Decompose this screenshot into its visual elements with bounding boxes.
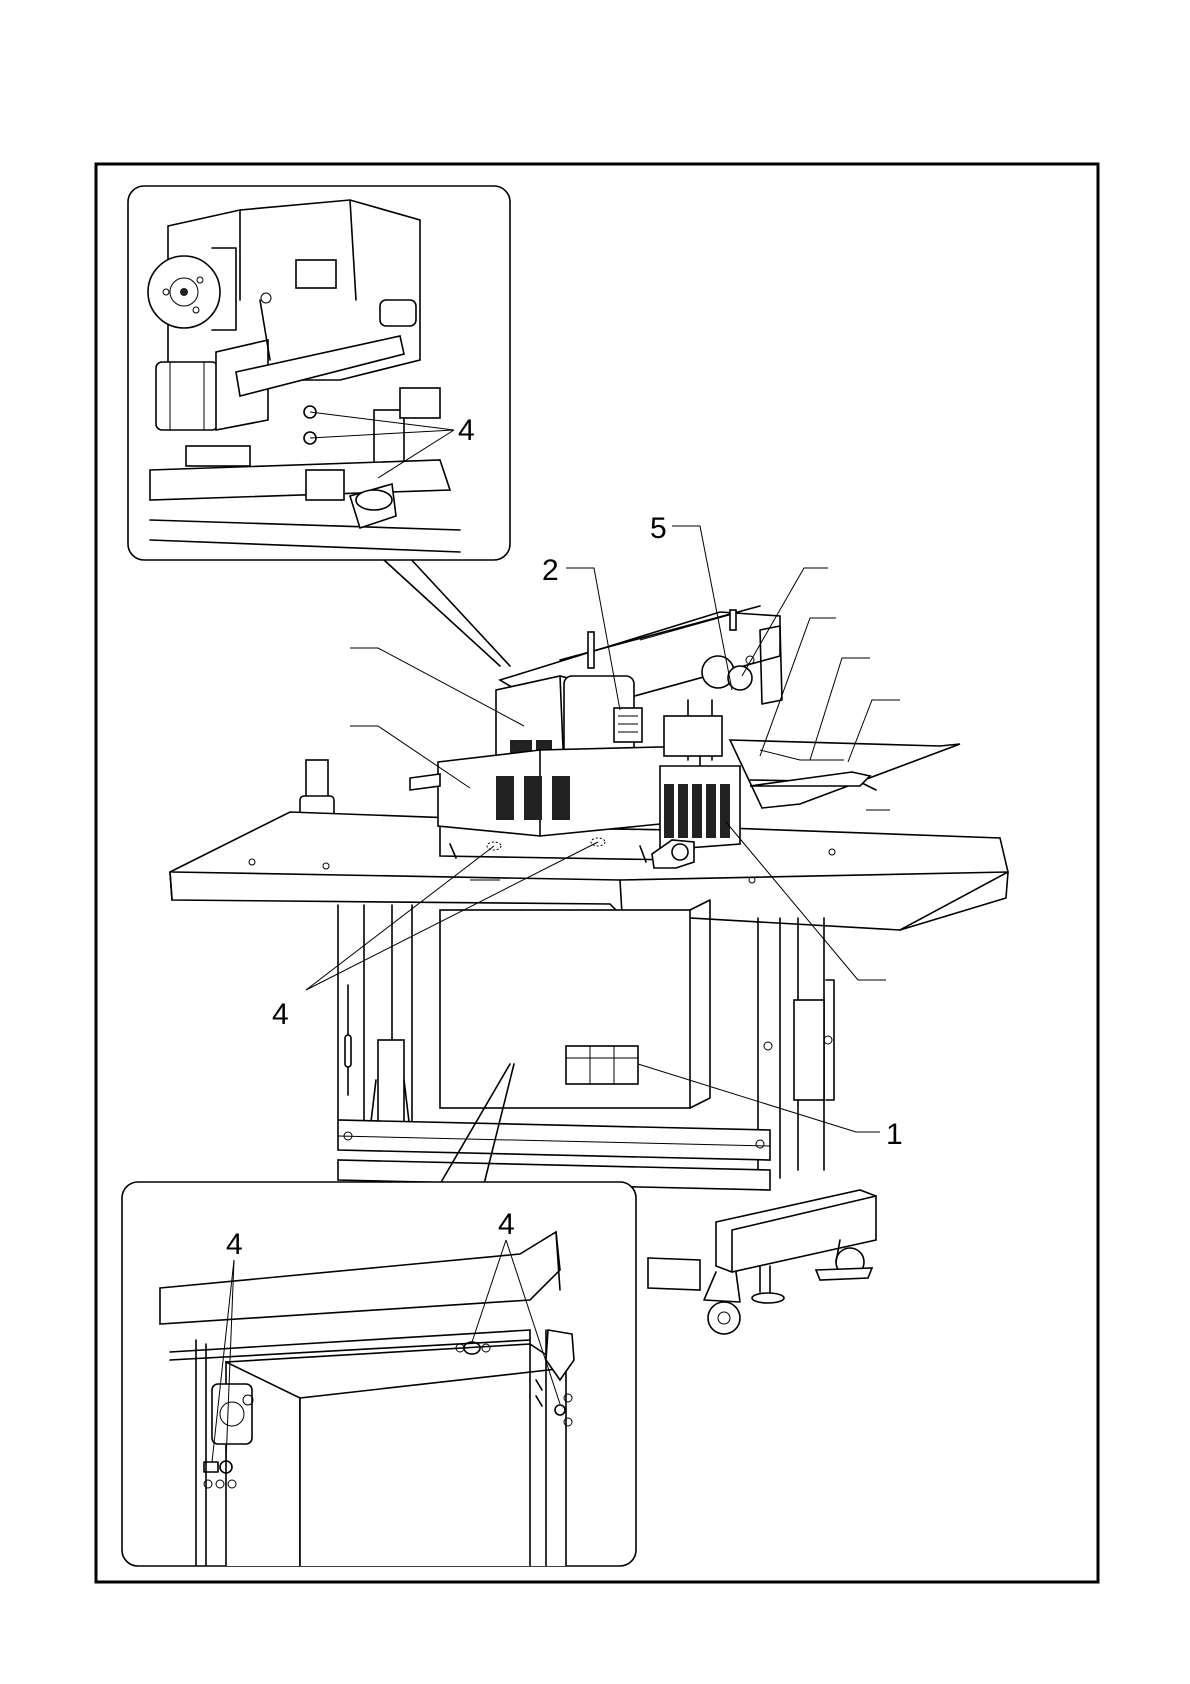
callout-4-middle: 4 xyxy=(272,998,289,1031)
machine-head xyxy=(410,606,960,868)
callout-2: 2 xyxy=(542,554,559,587)
vent-side-box xyxy=(664,784,730,838)
callout-4-bottom-left: 4 xyxy=(226,1228,243,1261)
callout-4-bottom-right: 4 xyxy=(498,1208,515,1241)
callout-5: 5 xyxy=(650,512,667,545)
vent-lower xyxy=(496,776,570,820)
top-detail-inset xyxy=(128,186,510,560)
callout-4-top-inset: 4 xyxy=(458,414,475,447)
bottom-detail-inset xyxy=(122,1182,636,1580)
callout-1: 1 xyxy=(886,1118,903,1151)
